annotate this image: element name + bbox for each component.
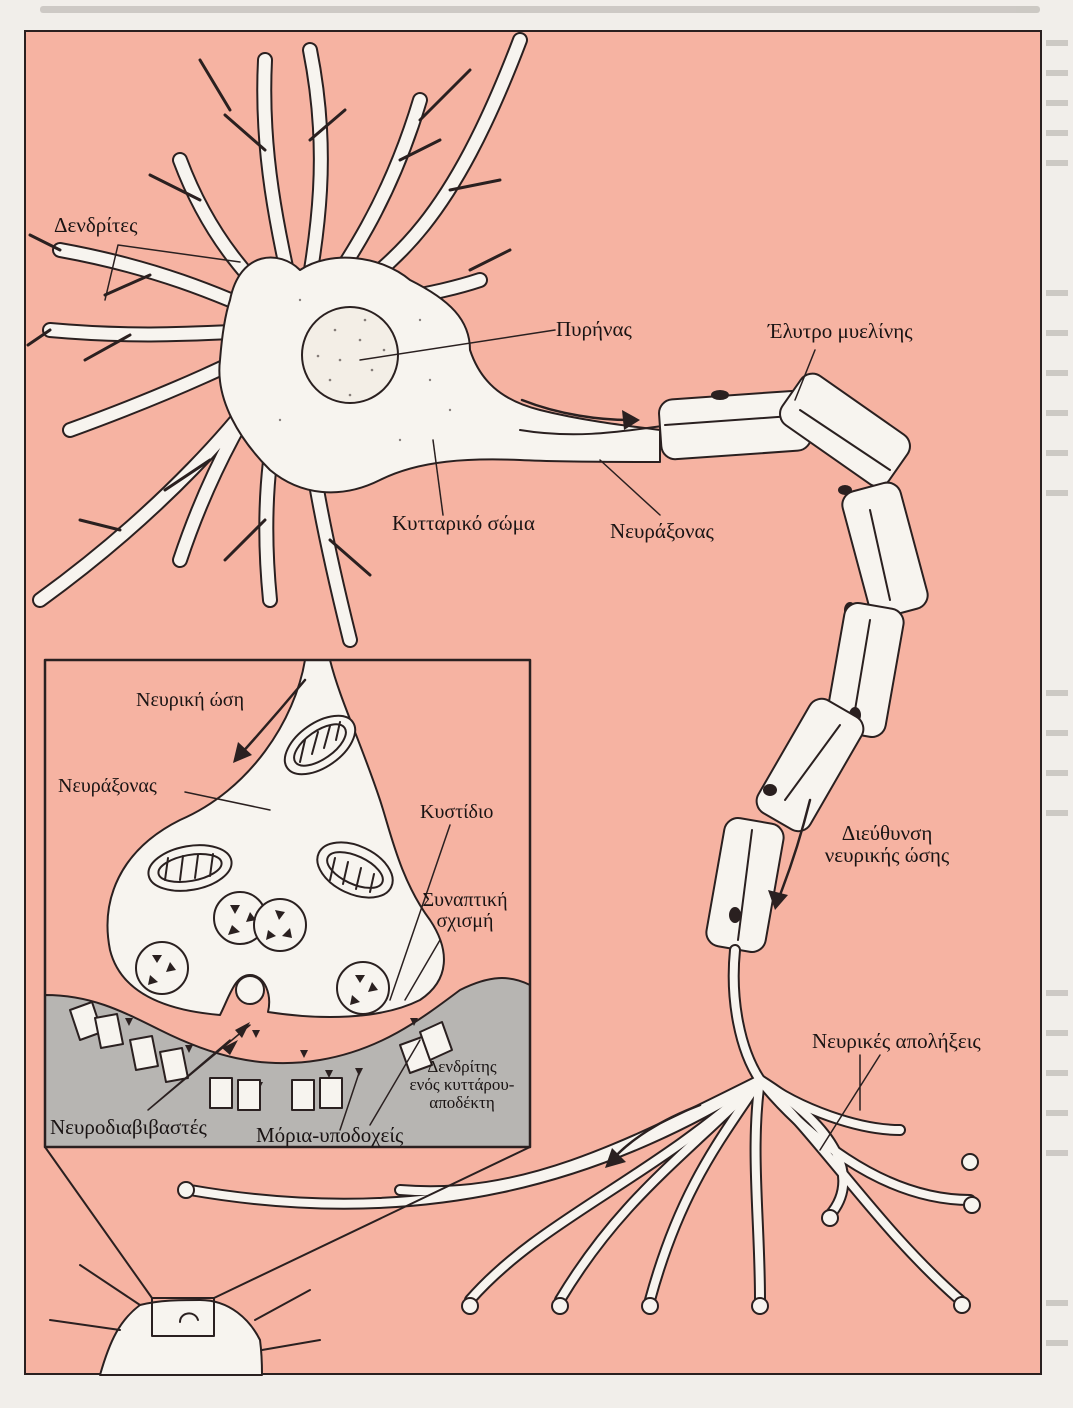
label-receptor-molecules: Μόρια-υποδοχείς [256,1123,404,1147]
label-synaptic-cleft: Συναπτική σχισμή [410,890,520,932]
synapse-inset [43,658,532,1149]
label-dendrites: Δενδρίτες [54,213,138,237]
label-myelin-sheath: Έλυτρο μυελίνης [768,319,913,343]
myelin-sheath [658,372,929,954]
label-receiver-dendrite-line3: αποδέκτη [429,1092,495,1112]
label-inset-nerve-impulse: Νευρική ώση [136,689,245,711]
label-synaptic-cleft-line2: σχισμή [436,910,494,932]
terminal-bulbs [177,1153,981,1315]
label-cell-body: Κυτταρικό σώμα [392,511,535,535]
label-neurotransmitters: Νευροδιαβιβαστές [50,1115,207,1139]
label-receiver-dendrite: Δενδρίτης ενός κυττάρου- αποδέκτη [392,1058,532,1112]
label-receiver-dendrite-line1: Δενδρίτης [427,1057,497,1076]
zoom-source-box [151,1297,215,1337]
label-nucleus: Πυρήνας [556,317,632,341]
label-vesicle: Κυστίδιο [420,801,494,823]
label-synaptic-cleft-line1: Συναπτική [422,889,508,911]
label-impulse-direction-line1: Διεύθυνση [841,821,933,845]
receiving-cell-shape [99,1299,263,1376]
nucleus-shape [301,306,399,404]
axon-initial-segment [519,424,671,436]
label-impulse-direction-line2: νευρικής ώσης [824,843,950,868]
label-receiver-dendrite-line2: ενός κυττάρου- [409,1074,515,1094]
label-impulse-direction: Διεύθυνση νευρικής ώσης [812,822,962,866]
label-axon: Νευράξονας [610,519,714,543]
label-inset-axon: Νευράξονας [58,775,157,797]
label-nerve-endings: Νευρικές απολήξεις [812,1029,981,1053]
